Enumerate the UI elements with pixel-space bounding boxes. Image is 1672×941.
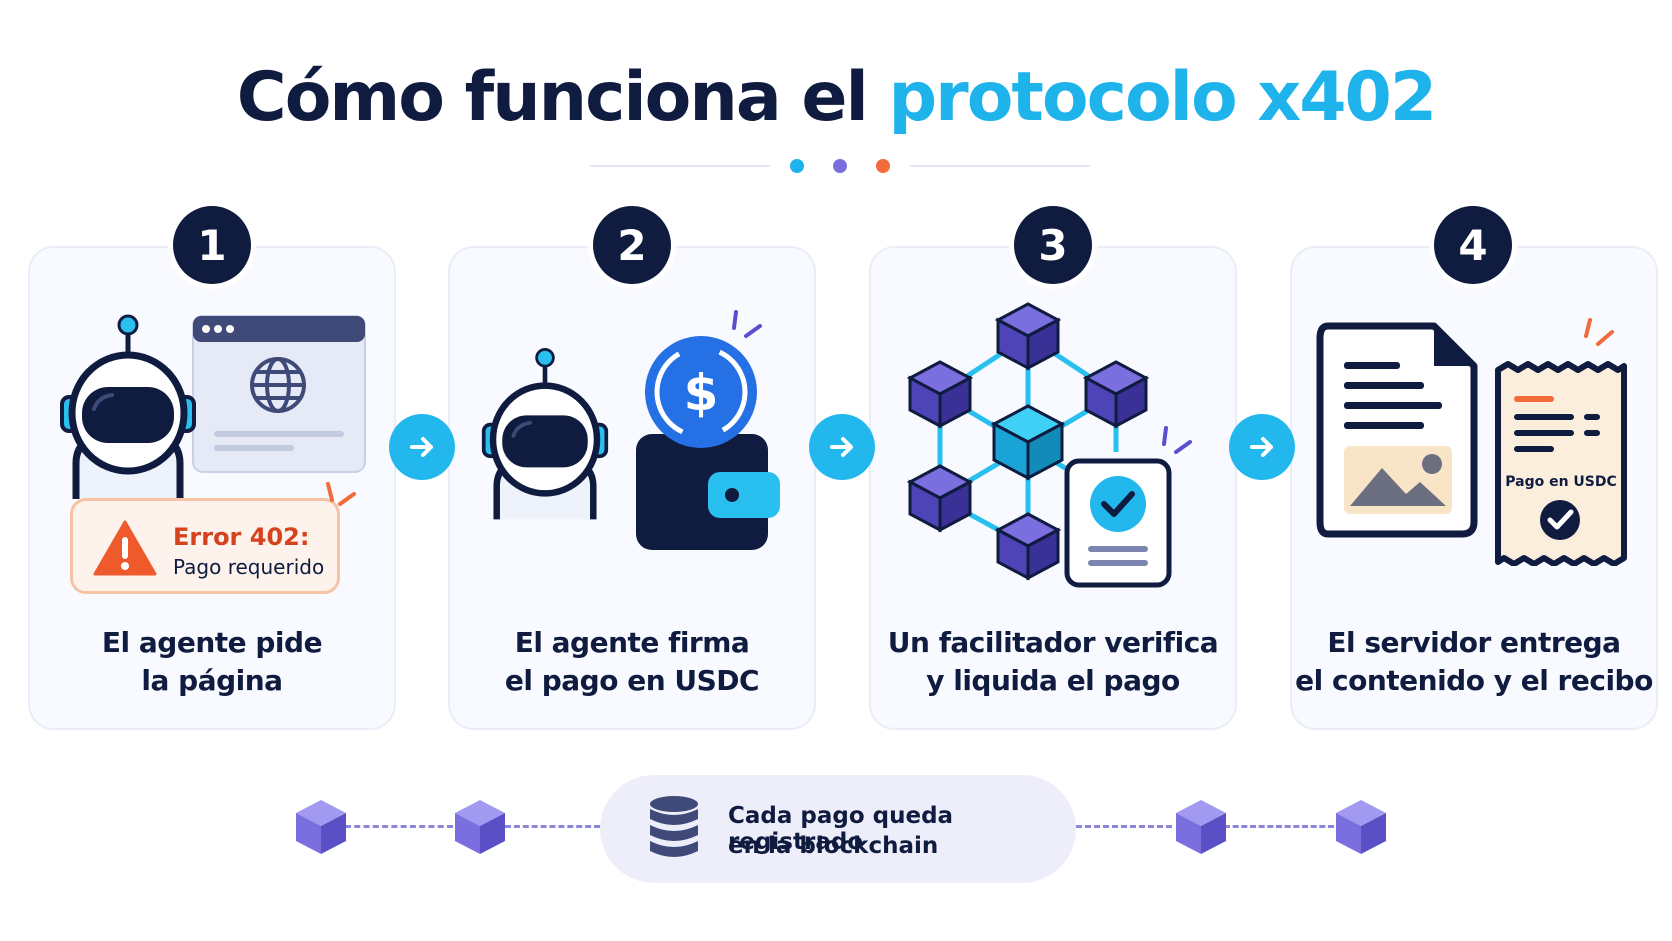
chain-line bbox=[1076, 825, 1172, 828]
cube-icon bbox=[1082, 360, 1150, 429]
error-402-alert: Error 402: Pago requerido bbox=[70, 498, 340, 594]
title-main: Cómo funciona el bbox=[236, 58, 869, 137]
chain-line bbox=[345, 825, 453, 828]
divider-right bbox=[910, 165, 1090, 167]
cube-icon bbox=[906, 464, 974, 533]
arrow-right-icon bbox=[809, 414, 875, 480]
globe-icon bbox=[250, 357, 306, 413]
step-number-4: 4 bbox=[1434, 206, 1512, 284]
document-icon bbox=[1316, 322, 1478, 538]
wallet-icon bbox=[636, 434, 780, 550]
arrow-right-icon bbox=[1229, 414, 1295, 480]
dot-blue bbox=[790, 159, 804, 173]
step-caption-4: El servidor entrega el contenido y el re… bbox=[1290, 624, 1658, 700]
cube-icon bbox=[455, 800, 505, 854]
caption-line: el pago en USDC bbox=[504, 664, 760, 697]
robot-icon bbox=[60, 314, 196, 499]
cube-icon bbox=[990, 404, 1066, 481]
cube-icon bbox=[1336, 800, 1386, 854]
spark-icon bbox=[1162, 426, 1192, 454]
spark-icon bbox=[732, 310, 762, 338]
step-caption-2: El agente firma el pago en USDC bbox=[448, 624, 816, 700]
database-icon bbox=[650, 796, 698, 857]
chain-line bbox=[505, 825, 600, 828]
cube-icon bbox=[296, 800, 346, 854]
cube-icon bbox=[994, 302, 1062, 371]
check-icon bbox=[1540, 500, 1580, 540]
title-accent: protocolo x402 bbox=[888, 58, 1438, 137]
caption-line: y liquida el pago bbox=[926, 664, 1180, 697]
caption-line: el contenido y el recibo bbox=[1295, 664, 1653, 697]
warning-icon bbox=[93, 520, 157, 576]
spark-icon bbox=[1584, 318, 1614, 346]
receipt-label: Pago en USDC bbox=[1505, 474, 1617, 490]
step-number-1: 1 bbox=[173, 206, 251, 284]
image-icon bbox=[1344, 446, 1452, 514]
step-caption-3: Un facilitador verifica y liquida el pag… bbox=[869, 624, 1237, 700]
cube-icon bbox=[1176, 800, 1226, 854]
blockchain-record-note: Cada pago queda registrado en la blockch… bbox=[600, 775, 1076, 883]
check-document-icon bbox=[1064, 458, 1172, 588]
cube-icon bbox=[906, 360, 974, 429]
step-caption-1: El agente pide la página bbox=[28, 624, 396, 700]
chain-line bbox=[1224, 825, 1334, 828]
usdc-coin-icon: $ bbox=[645, 336, 757, 448]
caption-line: Un facilitador verifica bbox=[887, 626, 1219, 659]
dot-purple bbox=[833, 159, 847, 173]
divider-left bbox=[590, 165, 770, 167]
step-number-3: 3 bbox=[1014, 206, 1092, 284]
caption-line: El servidor entrega bbox=[1327, 626, 1621, 659]
caption-line: El agente pide bbox=[101, 626, 323, 659]
error-title: Error 402: bbox=[173, 523, 310, 551]
robot-icon bbox=[481, 348, 609, 520]
footer-line-1: Cada pago queda registrado bbox=[728, 803, 954, 855]
arrow-right-icon bbox=[389, 414, 455, 480]
dot-orange bbox=[876, 159, 890, 173]
caption-line: El agente firma bbox=[514, 626, 750, 659]
caption-line: la página bbox=[141, 664, 283, 697]
footer-line-2: en la blockchain bbox=[728, 833, 939, 859]
blockchain-network-icon bbox=[906, 302, 1150, 581]
receipt-icon bbox=[1495, 361, 1627, 566]
cube-icon bbox=[994, 512, 1062, 581]
error-subtitle: Pago requerido bbox=[173, 555, 325, 579]
svg-text:$: $ bbox=[684, 364, 719, 422]
step-number-2: 2 bbox=[593, 206, 671, 284]
spark-icon bbox=[326, 482, 356, 506]
browser-icon bbox=[192, 315, 366, 473]
page-title: Cómo funciona el protocolo x402 bbox=[0, 58, 1672, 138]
